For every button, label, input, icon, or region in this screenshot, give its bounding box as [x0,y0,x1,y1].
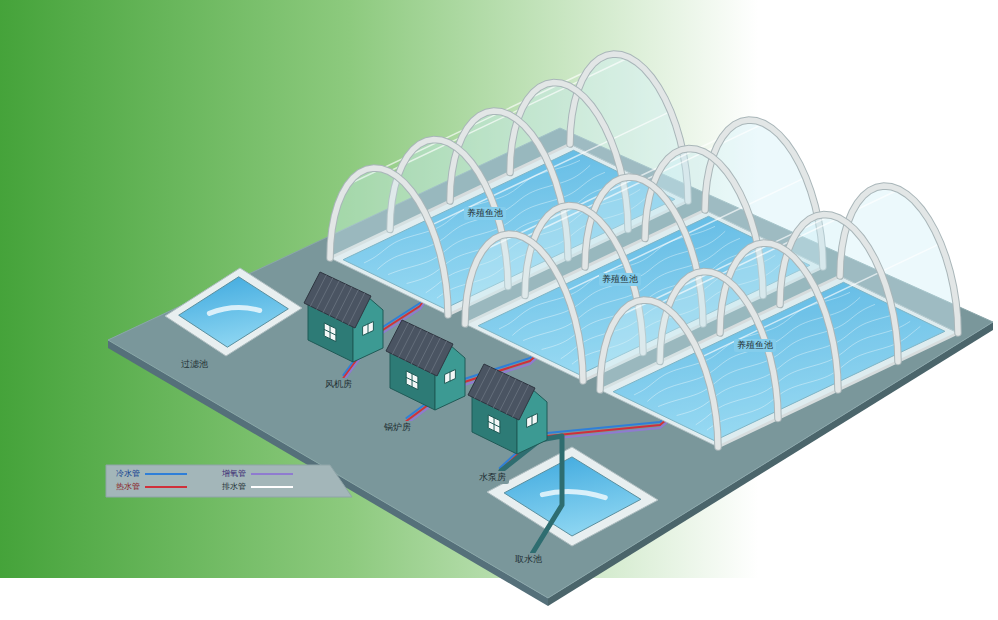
glass-roof [600,272,778,448]
arch-outline [840,186,958,333]
arch-frame [780,215,898,362]
arch-outline [720,243,838,390]
house-roof [386,320,453,376]
glass-end-wall [465,234,583,381]
house [386,320,465,410]
legend-line [145,473,187,475]
house-window [324,323,336,342]
legend-item: 热水管 [116,482,188,492]
glass-end-wall [840,186,958,333]
roof-tile-line [399,326,415,357]
arch-frame [465,234,583,381]
filter-pool-rim [165,268,302,356]
node-text: 养殖鱼池 [737,340,773,351]
legend-panel [106,465,352,497]
roof-tile-line [431,341,447,373]
legend-text: 增氧管 [222,469,246,479]
legend-item: 增氧管 [222,469,294,479]
legend-line [145,486,187,488]
boiler-room-label: 锅炉房 [381,421,414,434]
roof-tile-line [349,293,365,325]
fish-pool-label: 养殖鱼池 [599,273,641,286]
house-window [363,322,374,336]
roof-tile-line [513,385,529,417]
roof-tile-line [506,382,522,414]
house-window [406,371,418,390]
roof-tile-line [392,323,408,354]
node-text: 养殖鱼池 [467,208,503,219]
node-text: 养殖鱼池 [602,274,638,285]
legend-line [251,486,293,488]
node-text: 水泵房 [479,472,506,483]
legend-text: 冷水管 [116,469,140,479]
arch-frame [600,300,718,447]
roof-tile-line [418,335,434,367]
window-bar [532,416,533,425]
roof-tile-line [412,332,428,364]
window-bar [406,377,418,383]
filter-pool-label: 过滤池 [178,358,211,371]
roof-tile-line [342,290,358,322]
house-window [445,370,456,384]
roof-tile-line [317,278,333,309]
arch-outline [780,215,898,362]
intake-pool-label: 取水池 [512,553,545,566]
window-bar [450,372,451,381]
house-window [527,414,538,428]
arch-outline [465,234,583,381]
legend-text: 排水管 [222,482,246,492]
roof-tile-line [481,370,497,401]
node-text: 过滤池 [181,359,208,370]
legend-item: 冷水管 [116,469,188,479]
window-bar [324,329,336,335]
node-text: 风机房 [325,379,352,390]
node-text: 取水池 [515,554,542,565]
roof-tile-line [330,284,346,316]
house-roof [304,272,371,328]
fish-pool-label: 养殖鱼池 [464,207,506,220]
arch-frame [720,243,838,390]
roof-tile-line [310,275,326,306]
roof-tile-line [323,281,339,312]
greenhouse [600,186,958,447]
house [468,364,547,454]
roof-tile-line [474,367,490,398]
intake-pool-water [504,457,641,536]
legend-line-sample [144,471,188,477]
window-bar [488,421,500,427]
roof-tile-line [336,287,352,319]
arch-outline [600,300,718,447]
window-bar [368,324,369,333]
roof-tile-line [487,373,503,404]
roof-tile-line [424,338,440,370]
pipe-line [501,436,562,553]
house [304,272,383,362]
roof-tile-line [494,376,510,408]
filter-pool-wave [209,308,259,314]
pipe-connector [501,436,562,553]
intake-pool-wave [542,491,605,497]
legend-item: 排水管 [222,482,294,492]
house-window [488,415,500,434]
fan-room-label: 风机房 [322,378,355,391]
node-text: 锅炉房 [384,422,411,433]
legend-line-sample [144,484,188,490]
glass-end-wall [600,300,718,447]
legend-line-sample [250,471,294,477]
green-backdrop [0,0,998,578]
roof-tile-line [500,379,516,411]
legend-text: 热水管 [116,482,140,492]
legend-line [251,473,293,475]
house-roof [468,364,535,420]
pump-room-label: 水泵房 [476,471,509,484]
fish-pool-label: 养殖鱼池 [734,339,776,352]
filter-pool-water [179,277,289,347]
arch-frame [840,186,958,333]
legend-line-sample [250,484,294,490]
roof-tile-line [405,329,421,360]
